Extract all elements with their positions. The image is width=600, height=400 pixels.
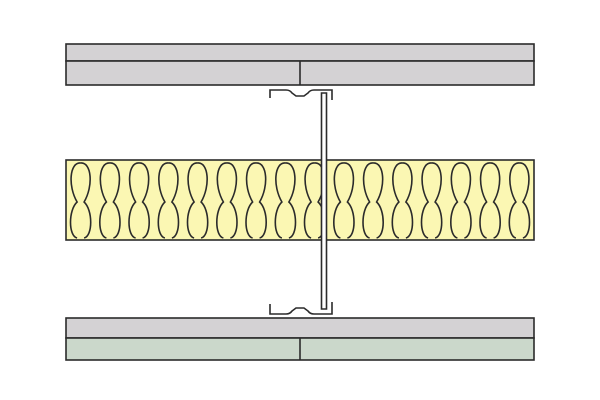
bottom-board-layers [65, 317, 535, 361]
stud-top-flange [269, 89, 333, 100]
insulation-wool-pattern [69, 162, 531, 239]
stud-web [320, 92, 328, 310]
stud-bottom-flange [269, 302, 333, 315]
top-board-layers [65, 43, 535, 86]
insulation-band [65, 159, 535, 241]
bottom-board-inner [65, 317, 535, 339]
insulation-layer [65, 159, 535, 241]
top-board-outer [65, 43, 535, 62]
steel-stud [269, 89, 333, 315]
